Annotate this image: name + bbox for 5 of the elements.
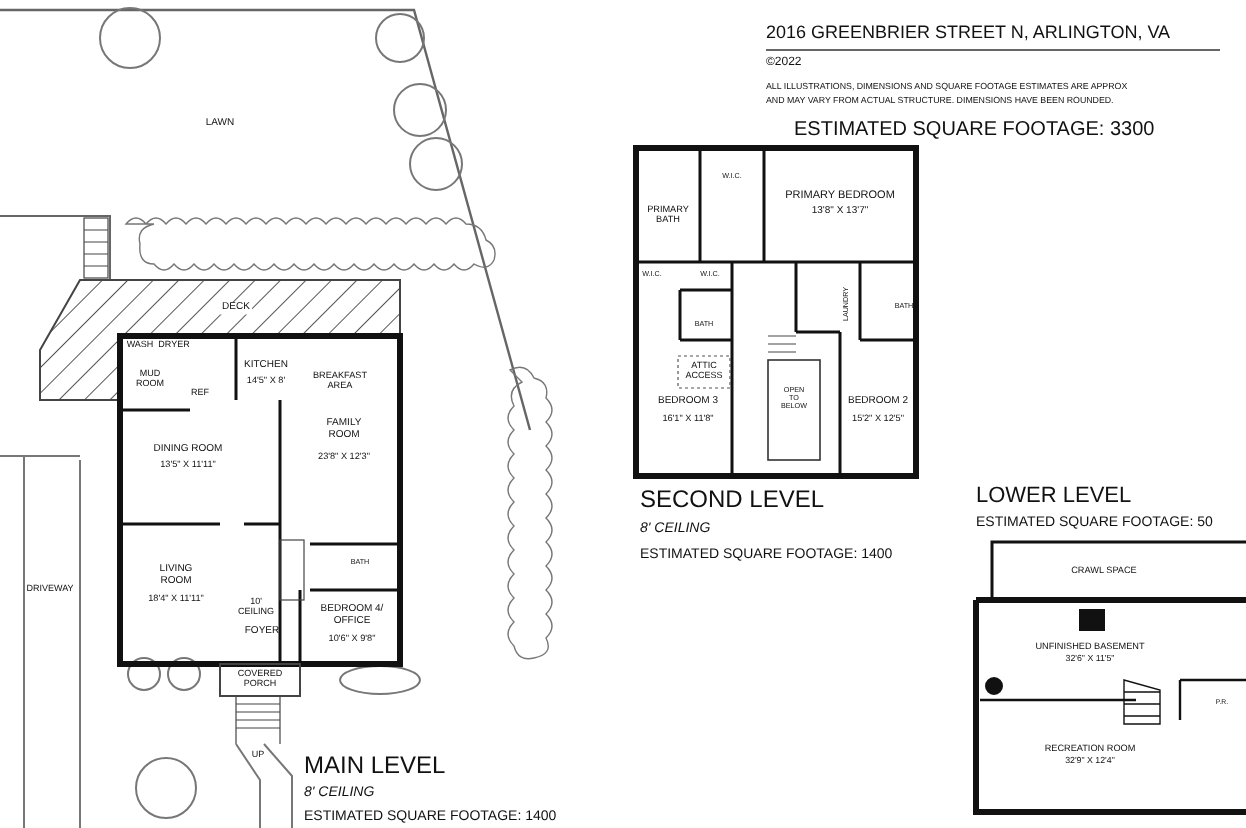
address-heading: 2016 GREENBRIER STREET N, ARLINGTON, VA (766, 24, 1171, 44)
total-square-footage: ESTIMATED SQUARE FOOTAGE: 3300 (794, 119, 1155, 141)
level-heading: MAIN LEVEL (304, 752, 446, 780)
level-heading: LOWER LEVEL (976, 483, 1132, 509)
level-heading: SECOND LEVEL (640, 486, 825, 514)
